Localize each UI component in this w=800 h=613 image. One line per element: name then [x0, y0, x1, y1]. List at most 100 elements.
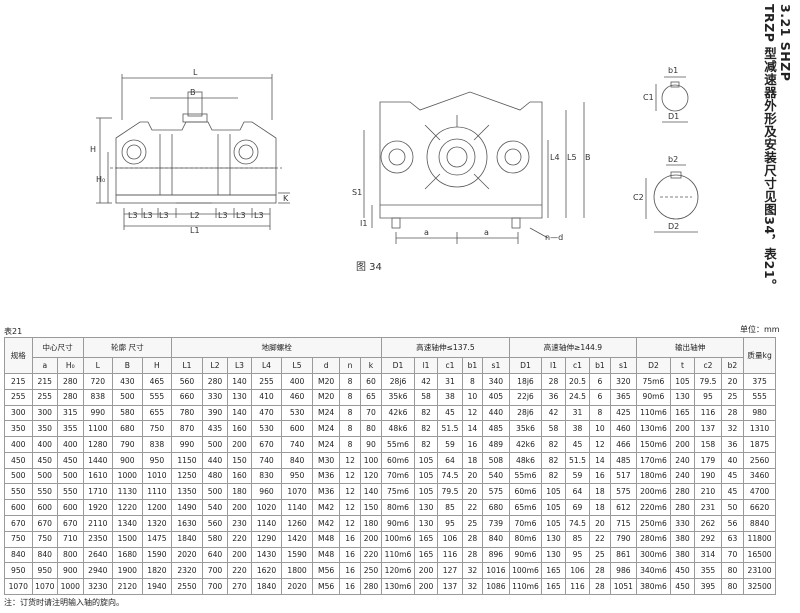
dim-d2: D2 [668, 222, 679, 231]
table-cell: 560 [171, 373, 203, 390]
table-cell: 838 [82, 388, 114, 406]
table-cell: 160 [227, 467, 252, 485]
table-cell: 3460 [743, 467, 776, 485]
table-cell: 35k6 [381, 388, 415, 406]
model-cell: 950 [4, 562, 33, 580]
table-cell: 70 [720, 546, 745, 564]
section-title-line1: 3.21 SHZP [778, 4, 793, 82]
table-cell: 18 [589, 483, 611, 501]
table-cell: 1200 [141, 499, 173, 517]
table-cell: 740 [250, 451, 283, 469]
dim-L1: L1 [190, 226, 200, 235]
column-header: b2 [720, 357, 745, 374]
table-cell: 79.5 [694, 373, 722, 390]
table-cell: 600 [31, 499, 59, 517]
table-cell: 110m6 [381, 546, 415, 564]
table-cell: 1220 [112, 499, 143, 517]
table-cell: 840 [31, 546, 59, 564]
table-cell: 130 [669, 388, 696, 406]
table-cell: 16500 [743, 546, 776, 564]
table-cell: 1630 [171, 515, 203, 532]
table-cell: 200 [669, 420, 696, 438]
table-cell: 59 [564, 467, 591, 485]
table-cell: 16 [339, 546, 361, 564]
table-cell: 560 [201, 515, 229, 532]
column-header: a [31, 357, 59, 374]
unit-label: 单位：mm [740, 325, 780, 334]
table-cell: 250 [359, 562, 383, 580]
table-cell: 42k6 [508, 436, 543, 453]
table-cell: 25 [589, 546, 611, 564]
table-cell: 1320 [141, 515, 173, 532]
table-cell: 105 [413, 451, 439, 469]
table-cell: 100m6 [508, 562, 543, 580]
table-cell: 59 [437, 436, 463, 453]
column-header: D1 [508, 357, 543, 374]
table-cell: 280 [57, 373, 84, 390]
table-cell: 580 [112, 404, 143, 422]
table-cell: 500 [201, 483, 229, 501]
table-cell: 14 [589, 451, 611, 469]
table-cell: 255 [250, 373, 283, 390]
table-cell: 220 [227, 562, 252, 580]
table-cell: 80 [359, 420, 383, 438]
table-cell: 1430 [250, 546, 283, 564]
table-cell: 82 [541, 451, 566, 469]
table-cell: 105 [669, 373, 696, 390]
table-cell: 8 [339, 420, 361, 438]
table-cell: 6 [589, 388, 611, 406]
table-cell: 830 [250, 467, 283, 485]
table-cell: 1710 [82, 483, 114, 501]
table-cell: 870 [171, 420, 203, 438]
table-cell: 400 [31, 436, 59, 453]
table-cell: 130 [413, 515, 439, 532]
table-cell: 8840 [743, 515, 776, 532]
table-cell: 1310 [743, 420, 776, 438]
table-cell: 90m6 [381, 515, 415, 532]
table-cell: 1070 [31, 578, 59, 595]
column-header: c1 [437, 357, 463, 374]
table-cell: 300m6 [636, 546, 671, 564]
table-cell: 1086 [482, 578, 510, 595]
table-cell: M42 [311, 499, 341, 517]
shaft-section-drawings [645, 76, 699, 233]
table-cell: 355 [694, 562, 722, 580]
table-cell: 580 [201, 530, 229, 548]
table-cell: 2550 [171, 578, 203, 595]
column-header: D2 [636, 357, 671, 374]
table-cell: 2940 [82, 562, 114, 580]
header-outline: 轮廓 尺寸 [82, 337, 173, 358]
table-cell: 45 [437, 404, 463, 422]
model-cell: 450 [4, 451, 33, 469]
table-cell: 32 [720, 420, 745, 438]
table-cell: 28 [541, 373, 566, 390]
table-cell: 130m6 [381, 578, 415, 595]
table-cell: 28 [589, 562, 611, 580]
table-cell: 16 [339, 578, 361, 595]
table-cell: 22j6 [508, 388, 543, 406]
table-cell: 280 [669, 483, 696, 501]
table-cell: 380m6 [636, 578, 671, 595]
dim-a-left: a [424, 228, 429, 237]
table-cell: M20 [311, 388, 341, 406]
table-cell: 200 [669, 436, 696, 453]
table-cell: 365 [609, 388, 638, 406]
table-cell: 36 [541, 388, 566, 406]
table-cell: 20 [461, 483, 484, 501]
table-cell: 1500 [112, 530, 143, 548]
table-cell: 405 [482, 388, 510, 406]
table-cell: 56 [720, 515, 745, 532]
table-cell: 58 [541, 420, 566, 438]
table-cell: 190 [694, 467, 722, 485]
header-output-shaft: 输出轴伸 [636, 337, 745, 358]
table-cell: 1260 [281, 515, 313, 532]
column-header: k [359, 357, 383, 374]
table-cell: 1016 [482, 562, 510, 580]
table-cell: 986 [609, 562, 638, 580]
table-cell: 1000 [112, 467, 143, 485]
dim-L3-a: L3 [128, 211, 138, 220]
model-cell: 215 [4, 373, 33, 390]
table-cell: 220m6 [636, 499, 671, 517]
header-hs-shaft-low: 高速轴伸≤137.5 [381, 337, 510, 358]
